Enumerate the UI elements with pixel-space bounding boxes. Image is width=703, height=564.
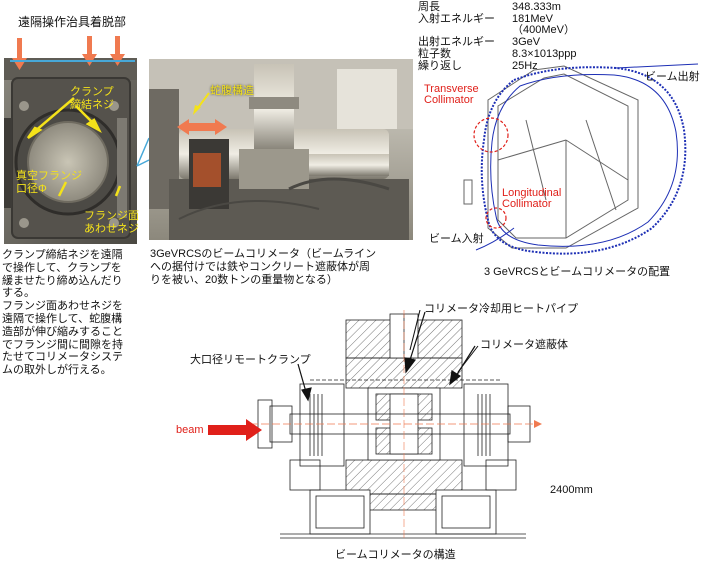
label-beam-injection: ビーム入射 bbox=[429, 233, 484, 245]
photo1-pointers bbox=[26, 97, 122, 197]
clamp-photo bbox=[4, 58, 137, 244]
ring-layout-diagram bbox=[463, 63, 699, 255]
label-length: 2400mm bbox=[550, 484, 593, 496]
photo2-pointer bbox=[193, 92, 210, 115]
label-beam-extraction: ビーム出射 bbox=[645, 71, 700, 83]
label-vacuum-flange: 真空フランジ 口径Φ bbox=[16, 170, 82, 195]
beam-arrow bbox=[208, 419, 262, 441]
collimator-photo-drawing bbox=[149, 59, 413, 240]
structure-caption: ビームコリメータの構造 bbox=[335, 549, 456, 561]
collimator-structure-drawing bbox=[250, 310, 542, 540]
photo2-caption: 3GeVRCSのビームコリメータ（ビームライン への据付けでは鉄やコンクリート遮… bbox=[150, 248, 377, 286]
label-collimator-shield: コリメータ遮蔽体 bbox=[480, 339, 568, 351]
label-clamp-screw: クランプ 締結ネジ bbox=[70, 86, 114, 111]
spec-labels: 周長 入射エネルギー 出射エネルギー 粒子数 繰り返し bbox=[418, 1, 495, 72]
label-bellows: 蛇腹構造 bbox=[210, 85, 254, 97]
label-beam: beam bbox=[176, 424, 204, 436]
label-transverse-collimator: Transverse Collimator bbox=[424, 83, 479, 106]
ring-caption: 3 GeVRCSとビームコリメータの配置 bbox=[484, 266, 671, 278]
photo1-title: 遠隔操作治具着脱部 bbox=[18, 15, 127, 29]
label-flange-face-screw: フランジ面 あわせネジ bbox=[84, 210, 139, 235]
structure-pointers bbox=[297, 311, 476, 402]
label-heat-pipe: コリメータ冷却用ヒートパイプ bbox=[424, 303, 578, 315]
clamp-photo-drawing bbox=[4, 58, 137, 244]
photo1-caption: クランプ締結ネジを遠隔 で操作して、クランプを 緩ませたり締め込んだり する。 … bbox=[2, 249, 123, 377]
label-remote-clamp: 大口径リモートクランプ bbox=[190, 354, 311, 366]
collimator-photo bbox=[149, 59, 413, 240]
label-longitudinal-collimator: Longitudinal Collimator bbox=[502, 187, 562, 210]
photo-connector bbox=[136, 137, 150, 167]
photo1-arrows bbox=[10, 36, 135, 70]
spec-values: 348.333m 181MeV （400MeV） 3GeV 8.3×1013pp… bbox=[512, 1, 577, 72]
